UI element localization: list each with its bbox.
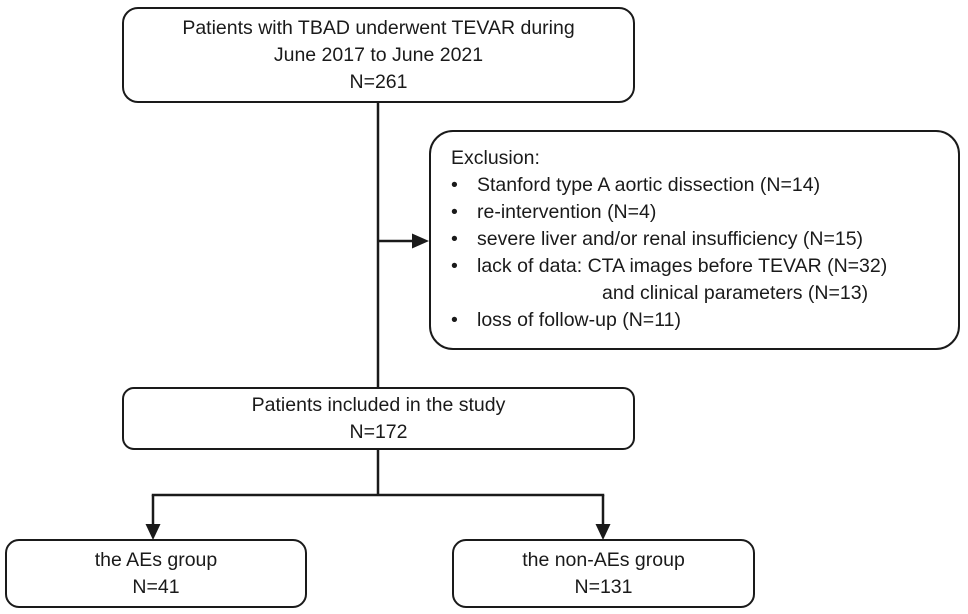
- exclusion-item-text: Stanford type A aortic dissection (N=14): [477, 174, 821, 196]
- node-count: N=172: [349, 420, 408, 443]
- exclusion-item: • severe liver and/or renal insufficienc…: [451, 226, 952, 253]
- node-included-patients: Patients included in the study N=172: [122, 387, 635, 450]
- bullet-icon: •: [451, 174, 458, 196]
- node-non-aes-group: the non-AEs group N=131: [452, 539, 755, 608]
- node-count: N=41: [132, 575, 180, 598]
- bullet-icon: •: [451, 255, 458, 277]
- exclusion-item: • re-intervention (N=4): [451, 199, 952, 226]
- exclusion-item-text-line1: lack of data: CTA images before TEVAR (N…: [477, 255, 888, 277]
- node-text-line: Patients included in the study: [251, 393, 506, 416]
- arrowhead-non-aes-icon: [595, 524, 611, 540]
- exclusion-title: Exclusion:: [451, 147, 540, 169]
- node-count: N=131: [574, 575, 633, 598]
- exclusion-item-text: loss of follow-up (N=11): [477, 309, 681, 331]
- bullet-icon: •: [451, 309, 458, 331]
- node-aes-group: the AEs group N=41: [5, 539, 307, 608]
- exclusion-item: • Stanford type A aortic dissection (N=1…: [451, 172, 952, 199]
- exclusion-item: • lack of data: CTA images before TEVAR …: [451, 253, 952, 307]
- node-exclusion: Exclusion: • Stanford type A aortic diss…: [429, 130, 960, 350]
- exclusion-item: • loss of follow-up (N=11): [451, 307, 952, 334]
- node-text-line: the AEs group: [94, 548, 218, 571]
- node-initial-patients: Patients with TBAD underwent TEVAR durin…: [122, 7, 635, 103]
- exclusion-item-text: re-intervention (N=4): [477, 201, 657, 223]
- exclusion-item-text-line2: and clinical parameters (N=13): [602, 282, 869, 304]
- arrowhead-aes-icon: [145, 524, 161, 540]
- arrowhead-exclusion-icon: [412, 233, 429, 249]
- node-text-line: June 2017 to June 2021: [273, 43, 484, 66]
- bullet-icon: •: [451, 201, 458, 223]
- node-text-line: the non-AEs group: [522, 548, 685, 571]
- node-count: N=261: [349, 70, 408, 93]
- bullet-icon: •: [451, 228, 458, 250]
- node-text-line: Patients with TBAD underwent TEVAR durin…: [182, 16, 575, 39]
- exclusion-item-text: severe liver and/or renal insufficiency …: [477, 228, 864, 250]
- exclusion-item-text: lack of data: CTA images before TEVAR (N…: [477, 253, 952, 307]
